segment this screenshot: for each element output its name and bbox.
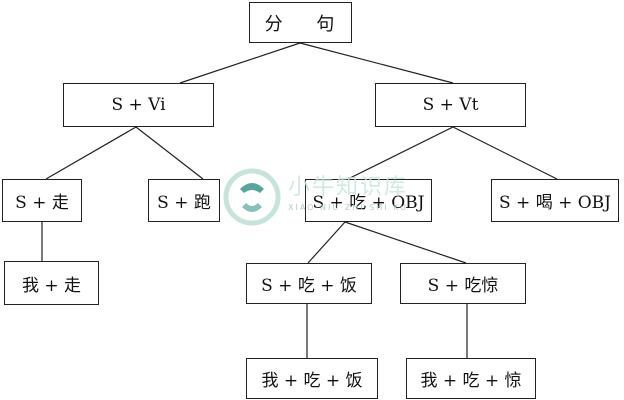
node-s-he-obj: S + 喝 + OBJ — [491, 179, 619, 222]
edge-schiobj-schijing — [344, 221, 467, 264]
node-s-zou: S + 走 — [2, 179, 82, 222]
edge-svi-spao — [135, 126, 204, 180]
node-wo-chi-jing: 我 + 吃 + 惊 — [406, 358, 536, 399]
edge-schiobj-schifan — [307, 221, 346, 264]
edge-svt-shobj — [452, 126, 558, 180]
edge-root-svt — [299, 42, 454, 84]
node-wo-chi-fan: 我 + 吃 + 饭 — [246, 358, 378, 399]
edge-root-svi — [179, 42, 301, 84]
node-s-vi: S + Vi — [63, 83, 214, 127]
node-s-vt: S + Vt — [375, 83, 526, 127]
edge-svi-szou — [45, 126, 137, 180]
node-s-chi-fan: S + 吃 + 饭 — [246, 263, 372, 304]
node-wo-zou: 我 + 走 — [4, 261, 99, 305]
edge-svt-schiobj — [347, 126, 454, 180]
node-s-chi-obj: S + 吃 + OBJ — [305, 179, 432, 222]
node-s-pao: S + 跑 — [148, 179, 220, 222]
node-s-chijing: S + 吃惊 — [400, 263, 526, 304]
node-root-clause: 分 句 — [249, 2, 352, 43]
